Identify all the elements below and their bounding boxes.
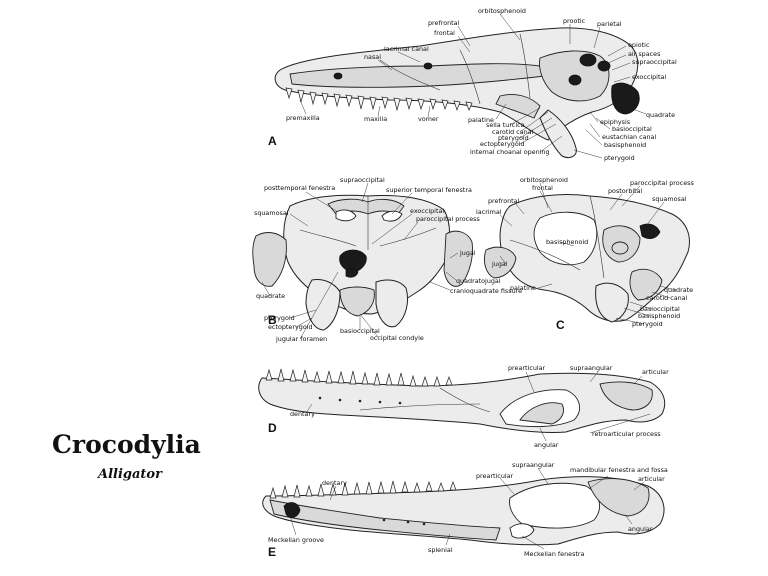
label-c-postorbital: postorbital (608, 187, 643, 195)
label-a-epiphysis: epiphysis (600, 118, 631, 126)
panel-letter-e: E (268, 545, 276, 559)
label-b-occipital-condyle: occipital condyle (370, 334, 424, 342)
label-a-prefrontal: prefrontal (428, 19, 460, 27)
label-b-exoccipital: exoccipital (410, 207, 444, 215)
label-c-frontal: frontal (532, 184, 553, 192)
label-c-prefrontal: prefrontal (488, 197, 520, 205)
panel-a-teeth (285, 87, 473, 112)
label-b-quadrate: quadrate (256, 292, 285, 300)
label-d-dentary: dentary (290, 410, 315, 418)
panel-b-labels: supraoccipital posttemporal fenestra sup… (254, 176, 522, 343)
label-b-quadratojugal: quadratojugal (456, 277, 501, 285)
panel-d-mandible (258, 372, 666, 434)
panel-letter-b: B (268, 313, 277, 327)
panel-b-skull (252, 194, 473, 331)
panel-letter-d: D (268, 421, 277, 435)
panel-e-leader-lines (289, 467, 645, 550)
panel-d-teeth (265, 368, 453, 387)
label-a-carotid-canal: carotid canal (492, 128, 534, 136)
label-a-epiotic: epiotic (628, 41, 650, 49)
label-c-squamosal: squamosal (652, 195, 687, 203)
label-c-lacrimal: lacrimal (476, 208, 502, 216)
panel-c-skull (483, 194, 690, 323)
label-b-jugal: jugal (459, 249, 476, 257)
label-a-air-spaces: air spaces (628, 50, 661, 58)
panel-c-leader-lines (499, 182, 677, 325)
panel-letter-a: A (268, 134, 277, 148)
panel-a-skull (274, 27, 640, 159)
panel-e-mandible (262, 476, 665, 546)
label-c-basioccipital: basioccipital (640, 305, 680, 313)
panel-e-teeth (269, 480, 457, 499)
label-d-retroarticular-process: retroarticular process (592, 430, 661, 438)
label-a-nasal: nasal (364, 53, 381, 61)
label-c-basisphenoid: basisphenoid (546, 238, 588, 246)
label-b-superior-temporal-fenestra: superior temporal fenestra (386, 186, 472, 194)
label-d-supraangular: supraangular (570, 364, 613, 372)
label-c-pterygoid: pterygoid (632, 320, 663, 328)
label-b-ectopterygoid: ectopterygoid (268, 323, 313, 331)
label-e-supraangular: supraangular (512, 461, 555, 469)
panel-a-labels: orbitosphenoid prefrontal frontal prooti… (268, 7, 677, 162)
label-c-palatine: palatine (510, 284, 536, 292)
label-a-vomer: vomer (418, 115, 439, 123)
label-c-orbitosphenoid: orbitosphenoid (520, 176, 568, 184)
label-b-supraoccipital: supraoccipital (340, 176, 385, 184)
label-b-cranioquadrate-fissure: cranioquadrate fissure (450, 287, 522, 295)
label-c-jugal: jugal (491, 260, 508, 268)
label-b-pterygoid: pterygoid (264, 314, 295, 322)
label-a-maxilla: maxilla (364, 115, 387, 123)
label-c-basisphenoid-2: basisphenoid (638, 312, 680, 320)
label-a-pterygoid: pterygoid (498, 134, 529, 142)
figure-subtitle: Alligator (98, 467, 162, 482)
label-d-angular: angular (534, 441, 559, 449)
label-a-orbitosphenoid: orbitosphenoid (478, 7, 526, 15)
label-d-prearticular: prearticular (508, 364, 546, 372)
panel-letter-c: C (556, 318, 565, 332)
label-e-meckelian-fenestra: Meckelian fenestra (524, 550, 585, 558)
label-b-paroccipital-process: paroccipital process (416, 215, 480, 223)
label-e-mandibular-fenestra-and-fossa: mandibular fenestra and fossa (570, 466, 668, 474)
panel-c-labels: orbitosphenoid frontal paroccipital proc… (476, 176, 694, 332)
label-a-sella-turcica: sella turcica (486, 121, 525, 129)
label-e-prearticular: prearticular (476, 472, 514, 480)
panel-e-labels: dentary supraangular prearticular mandib… (268, 461, 668, 559)
label-a-lacrimal-canal: lacrimal canal (384, 45, 429, 53)
label-e-splenial: splenial (428, 546, 453, 554)
label-a-exoccipital: exoccipital (632, 73, 666, 81)
label-a-premaxilla: premaxilla (286, 114, 320, 122)
panel-b-leader-lines (261, 182, 459, 340)
label-a-quadrate: quadrate (646, 111, 675, 119)
label-a-frontal: frontal (434, 29, 455, 37)
label-a-basisphenoid: basisphenoid (604, 141, 646, 149)
label-a-palatine: palatine (468, 116, 494, 124)
label-a-basioccipital: basioccipital (612, 125, 652, 133)
label-e-dentary: dentary (322, 479, 347, 487)
label-e-meckelian-groove: Meckelian groove (268, 536, 324, 544)
label-b-jugular-foramen: jugular foramen (275, 335, 327, 343)
figure-title: Crocodylia (52, 430, 201, 459)
label-e-angular: angular (628, 525, 653, 533)
label-c-carotid-canal: carotid canal (646, 294, 688, 302)
panel-a-leader-lines (299, 13, 647, 159)
label-a-parietal: parietal (597, 20, 622, 28)
label-a-pterygoid-2: pterygoid (604, 154, 635, 162)
label-c-paroccipital-process: paroccipital process (630, 179, 694, 187)
label-a-supraoccipital: supraoccipital (632, 58, 677, 66)
label-b-squamosal: squamosal (254, 209, 289, 217)
panel-d-leader-lines (305, 371, 651, 442)
label-a-internal-choanal-opening: internal choanal opening (470, 148, 550, 156)
label-c-quadrate: quadrate (664, 286, 693, 294)
label-a-eustachian-canal: eustachian canal (602, 133, 656, 141)
label-e-articular: articular (638, 475, 665, 483)
label-a-ectopterygoid: ectopterygoid (480, 140, 525, 148)
label-b-basioccipital: basioccipital (340, 327, 380, 335)
panel-d-labels: prearticular supraangular articular dent… (268, 364, 669, 449)
label-a-prootic: prootic (563, 17, 586, 25)
label-b-posttemporal-fenestra: posttemporal fenestra (264, 184, 335, 192)
label-d-articular: articular (642, 368, 669, 376)
